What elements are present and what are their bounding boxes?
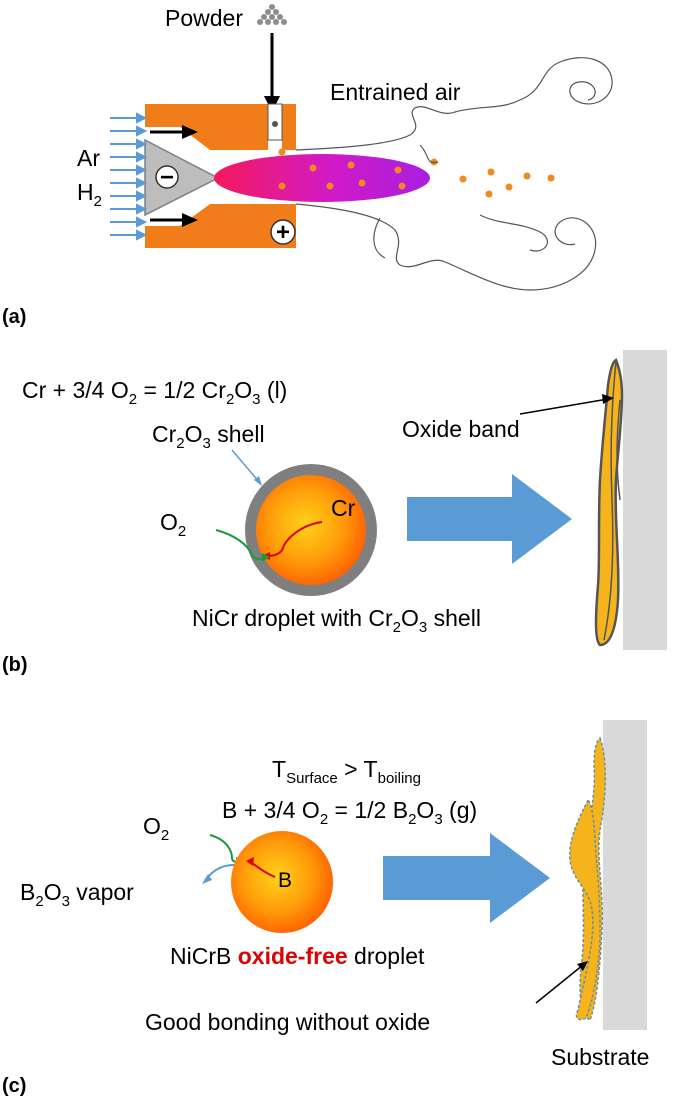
cathode [144,138,220,217]
oxide-splat [594,358,624,647]
nicrb-droplet [231,831,333,933]
plus-sign: + [276,219,290,246]
nicr-droplet-caption: NiCr droplet with Cr2O3 shell [192,605,481,636]
powder-label: Powder [165,5,243,31]
gas-flow-arrow-top-icon [182,125,198,139]
bonded-splat-2 [569,798,601,1021]
entrained-air-label: Entrained air [330,79,461,105]
substrate-c [603,720,647,1030]
torch-anode-bottom [145,204,296,248]
shell-pointer [231,449,261,484]
o2-label: O2 [160,509,186,540]
powder-pile-icon [257,4,287,25]
oxide-band-label: Oxide band [402,416,520,442]
torch-anode-top [145,104,268,150]
cr-label: Cr [331,495,356,521]
oxide-band-pointer [519,398,609,415]
impact-arrow-c-icon [383,833,550,923]
plus-icon [270,219,296,245]
boron-oxidation-equation: B + 3/4 O2 = 1/2 B2O3 (g) [222,797,477,828]
panel-b: Cr + 3/4 O2 = 1/2 Cr2O3 (l) Cr2O3 shell … [2,350,667,676]
molten-particles [278,148,555,198]
gas-inflow-arrows-icon [110,112,148,241]
o2-diffusion-path [215,529,267,561]
chromium-oxidation-equation: Cr + 3/4 O2 = 1/2 Cr2O3 (l) [22,377,287,408]
substrate-b [623,350,667,650]
surface-temperature-condition: TSurface > Tboiling [272,756,421,787]
nicr-droplet [256,475,366,585]
argon-label: Ar [77,145,100,171]
cr-diffusion-path [265,521,323,557]
minus-sign: − [160,164,174,191]
o2-diffusion-path-c [209,834,241,863]
b2o3-vapor-label: B2O3 vapor [20,879,134,910]
b-label: B [278,869,292,892]
plasma-plume [214,154,430,202]
shell-label: Cr2O3 shell [152,421,265,452]
panel-c: TSurface > Tboiling B + 3/4 O2 = 1/2 B2O… [2,720,649,1097]
torch-anode-top-tip [282,104,296,150]
impact-arrow-icon [407,474,572,564]
nicrb-droplet-caption: NiCrB oxide-free droplet [170,943,425,969]
panel-a-label: (a) [2,306,26,328]
gas-flow-arrow-bottom-icon [182,213,198,227]
entrained-air-swirls [295,57,613,291]
panel-b-label: (b) [2,654,28,676]
panel-c-label: (c) [2,1075,26,1097]
hydrogen-label: H2 [77,179,102,210]
substrate-label: Substrate [551,1044,649,1070]
bonding-pointer [535,964,584,1004]
o2-label-c: O2 [143,813,169,844]
minus-icon [155,165,179,189]
good-bonding-label: Good bonding without oxide [145,1009,430,1035]
panel-a: Powder − + [2,4,613,328]
